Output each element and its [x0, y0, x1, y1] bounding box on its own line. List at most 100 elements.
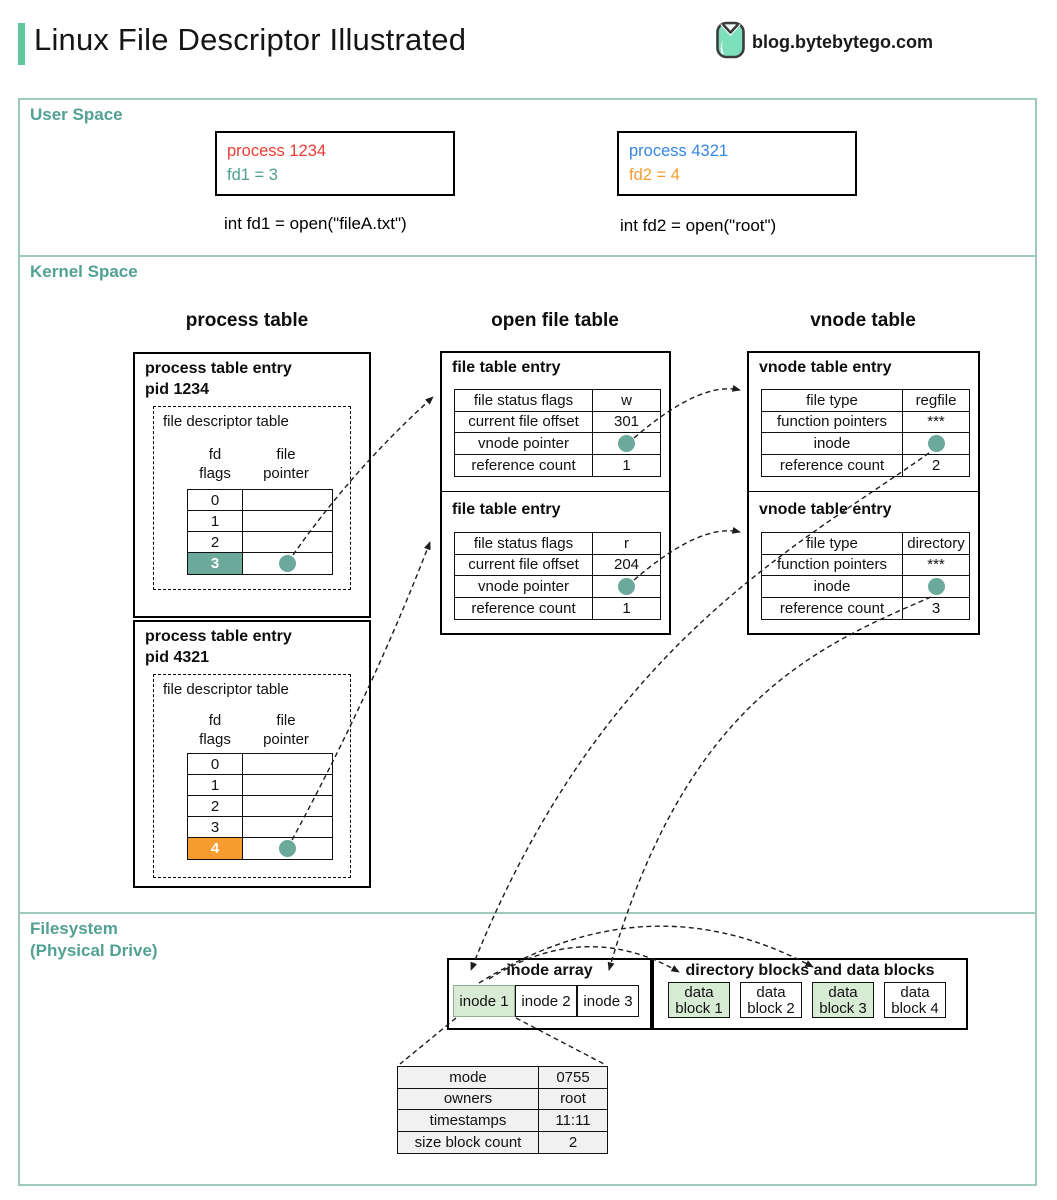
inode-pointer-dot [927, 577, 945, 595]
row-value: 1 [622, 456, 631, 474]
row-label: reference count [762, 597, 903, 619]
site-name: blog.bytebytego.com [752, 32, 934, 52]
user-space-label: User Space [30, 105, 123, 124]
process-entry-1-pid: pid 1234 [145, 381, 210, 398]
fd-pointer-cell [243, 838, 332, 859]
fd-pointer-cell [243, 796, 332, 817]
process-entry-2-title: process table entry [145, 628, 292, 645]
fd-table-2-label: file descriptor table [163, 681, 289, 698]
data-block-3-cell: data block 3 [812, 982, 874, 1018]
fd-cell: 1 [188, 775, 243, 796]
row-value: *** [903, 555, 969, 576]
row-value [593, 433, 660, 455]
brand: blog.bytebytego.com [714, 21, 933, 64]
row-value: directory [903, 533, 969, 555]
process-4321-box: process 4321 fd2 = 4 [617, 131, 857, 196]
row-value: root [539, 1088, 607, 1110]
row-value: 301 [593, 412, 660, 433]
row-label: vnode pointer [455, 433, 593, 455]
hdr-flags: flags [199, 465, 231, 482]
data-blocks-title: directory blocks and data blocks [685, 962, 935, 979]
hdr-file: file [276, 446, 296, 463]
data-block-line: data [684, 983, 714, 1001]
row-value: 204 [593, 555, 660, 576]
file-table-entry-2-title: file table entry [452, 501, 561, 518]
data-block-line: data [900, 983, 930, 1001]
kernel-space-section [18, 255, 1037, 912]
data-block-line: block 2 [747, 999, 795, 1017]
open-file-table-heading: open file table [491, 310, 619, 331]
process-1234-box: process 1234 fd1 = 3 [215, 131, 455, 196]
vnode-pointer-dot [618, 434, 635, 452]
vnode-pointer-dot [618, 577, 635, 595]
fd-table-1: 0 1 2 3 [187, 489, 333, 575]
process-entry-2-pid: pid 4321 [145, 649, 210, 666]
data-block-line: data [756, 983, 786, 1001]
row-label: file type [762, 533, 903, 555]
row-value [593, 576, 660, 598]
row-value: r [593, 533, 660, 555]
hdr-pointer: pointer [263, 731, 309, 748]
fd-cell: 0 [188, 490, 243, 511]
open-call-fd1: int fd1 = open("fileA.txt") [224, 214, 407, 233]
row-label: file status flags [455, 390, 593, 412]
hdr-fd: fd [208, 446, 222, 463]
filesystem-sublabel: (Physical Drive) [30, 941, 158, 960]
row-value: 2 [539, 1131, 607, 1153]
row-label: timestamps [398, 1110, 539, 1132]
fd-cell: 3 [188, 817, 243, 838]
vnode-entry-2: file type directory function pointers **… [761, 532, 970, 620]
row-label: inode [762, 576, 903, 598]
row-value: 3 [931, 599, 941, 617]
fd-table-1-col1-header: fd flags [188, 445, 242, 483]
row-value [903, 433, 969, 455]
data-block-line: block 4 [891, 999, 939, 1017]
vnode-table-heading: vnode table [810, 310, 916, 331]
file-pointer-dot [279, 840, 296, 857]
inode-array-title: inode array [506, 962, 593, 979]
fd-pointer-cell [243, 754, 332, 775]
file-table-entry-1: file status flags w current file offset … [454, 389, 661, 477]
data-block-4-cell: data block 4 [884, 982, 946, 1018]
fd-pointer-cell [243, 775, 332, 796]
hdr-fd: fd [208, 712, 222, 729]
row-value: 1 [622, 599, 631, 617]
inode-2-cell: inode 2 [515, 985, 577, 1017]
fd-table-2: 0 1 2 3 4 [187, 753, 333, 860]
hdr-pointer: pointer [263, 465, 309, 482]
data-block-1-cell: data block 1 [668, 982, 730, 1018]
open-call-fd2: int fd2 = open("root") [620, 216, 777, 235]
fd-cell-highlighted: 4 [188, 838, 243, 859]
row-label: current file offset [455, 554, 593, 576]
process-4321-fd: fd2 = 4 [629, 166, 680, 184]
row-label: function pointers [762, 554, 903, 576]
fd-cell: 0 [188, 754, 243, 775]
row-value: 0755 [539, 1067, 607, 1089]
user-space-section [18, 98, 1037, 255]
row-label: mode [398, 1067, 539, 1089]
fd-pointer-cell [243, 490, 332, 511]
inode-detail-table: mode 0755 owners root timestamps 11:11 s… [397, 1066, 608, 1154]
fd-cell: 2 [188, 796, 243, 817]
row-value: 2 [931, 456, 941, 474]
row-label: inode [762, 433, 903, 455]
open-file-table-divider [440, 491, 671, 492]
row-value: regfile [903, 390, 969, 412]
fd-pointer-cell [243, 532, 332, 553]
row-label: function pointers [762, 411, 903, 433]
row-label: owners [398, 1088, 539, 1110]
fd-table-2-col2-header: file pointer [240, 711, 332, 749]
inode-3-cell: inode 3 [577, 985, 639, 1017]
hdr-file: file [276, 712, 296, 729]
process-1234-name: process 1234 [227, 142, 327, 160]
fd-cell-highlighted: 3 [188, 553, 243, 574]
row-value: w [593, 390, 660, 412]
file-table-entry-2: file status flags r current file offset … [454, 532, 661, 620]
row-label: reference count [455, 454, 593, 476]
fd-pointer-cell [243, 511, 332, 532]
hdr-flags: flags [199, 731, 231, 748]
fd-table-1-col2-header: file pointer [240, 445, 332, 483]
row-label: current file offset [455, 411, 593, 433]
row-label: size block count [398, 1131, 539, 1153]
